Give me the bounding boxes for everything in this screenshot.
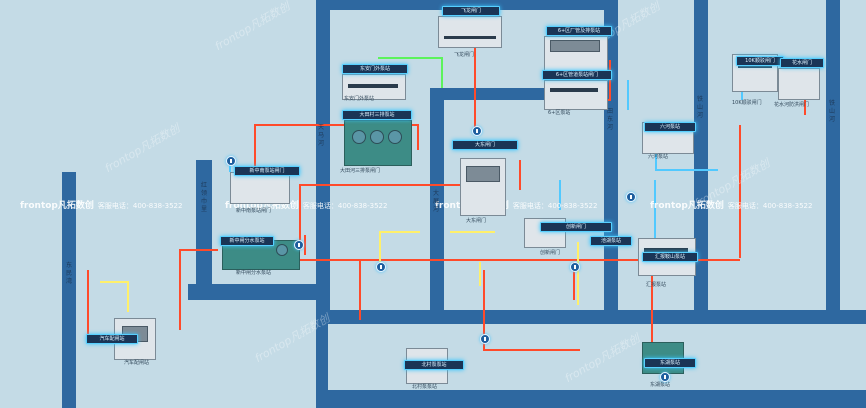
river-label-tiandong: 田东河 xyxy=(606,108,613,131)
tank-shape xyxy=(370,130,384,144)
facility-label: 汇报鞍山泵站 xyxy=(642,252,698,262)
building-roof xyxy=(550,40,600,52)
river-dazhan-top xyxy=(430,88,570,100)
location-pin-icon[interactable] xyxy=(294,240,304,250)
building-shape xyxy=(438,16,502,48)
facility-dongwu[interactable]: 东湖泵站 东湖泵站 xyxy=(640,338,712,400)
facility-shuilong[interactable]: 北村泵泵站 北村泵泵站 xyxy=(396,344,466,404)
facility-caption: 花水河防洪闸门 xyxy=(774,102,810,108)
facility-xinzhong[interactable]: 新中闸分水泵站 新中闸分水泵站 xyxy=(216,230,306,278)
facility-label: 池湖泵站 xyxy=(590,236,632,246)
facility-caption: 汇报泵站 xyxy=(646,282,667,288)
watermark-strip: frontop凡拓数创客服电话：400-838-3522 xyxy=(20,201,183,211)
facility-feilong[interactable]: 飞龙闸门 飞龙闸门 xyxy=(436,6,502,58)
river-tianma xyxy=(316,0,330,310)
facility-caption: 新中南泵站闸门 xyxy=(236,208,272,214)
facility-hongling[interactable]: 汇报鞍山泵站 汇报泵站 xyxy=(632,236,708,292)
river-honglingjie xyxy=(196,160,212,295)
facility-label: 大东闸门 xyxy=(452,140,518,150)
river-label-dazhan: 大展河 xyxy=(432,190,439,213)
facility-chuangxin[interactable]: 创新闸门 创新闸门 xyxy=(520,210,612,264)
facility-label: 飞龙闸门 xyxy=(442,6,500,16)
building-shape xyxy=(230,172,290,204)
facility-huahua[interactable]: 花水闸门 花水河防洪闸门 xyxy=(772,54,852,112)
facility-label: 6+区厂管及排泵站 xyxy=(546,26,612,36)
facility-label: 6+区管道泵站闸门 xyxy=(542,70,612,80)
facility-liutang-b[interactable]: 6+区管道泵站闸门 6+区泵站 xyxy=(540,70,612,120)
facility-caption: 六河泵站 xyxy=(648,154,669,160)
river-label-dongmin: 东民湾 xyxy=(65,262,72,285)
facility-label: 创新闸门 xyxy=(540,222,612,232)
facility-label: 花水闸门 xyxy=(780,58,824,68)
location-pin-icon[interactable] xyxy=(570,262,580,272)
facility-liuhe[interactable]: 六河泵站 六河泵站 xyxy=(640,116,700,164)
facility-caption: 东安门外泵站 xyxy=(344,96,375,102)
facility-liutang-a[interactable]: 6+区厂管及排泵站 xyxy=(540,26,612,76)
rivers xyxy=(62,0,866,408)
facility-label: 北村泵泵站 xyxy=(404,360,464,370)
facility-label: 新中闸分水泵站 xyxy=(220,236,274,246)
watermark-strip: frontop凡拓数创客服电话：400-838-3522 xyxy=(650,201,813,211)
location-pin-icon[interactable] xyxy=(226,156,236,166)
facility-caption: 创新闸门 xyxy=(540,250,561,256)
facility-caption: 汽车配闸站 xyxy=(124,360,150,366)
river-dazhan xyxy=(430,88,444,310)
facility-caption: 飞龙闸门 xyxy=(454,52,475,58)
location-pin-icon[interactable] xyxy=(480,334,490,344)
tank-shape xyxy=(388,130,402,144)
building-windows xyxy=(738,64,772,68)
river-label-tieshan-b: 铁山河 xyxy=(828,100,835,123)
building-windows xyxy=(444,36,496,39)
building-windows xyxy=(348,84,398,88)
river-lower-connector xyxy=(316,310,328,408)
location-pin-icon[interactable] xyxy=(472,126,482,136)
tank-shape xyxy=(276,244,288,256)
river-label-tianma: 天马河 xyxy=(317,124,324,147)
location-pin-icon[interactable] xyxy=(376,262,386,272)
river-label-honglingjie: 红领巾里 xyxy=(200,182,207,213)
facility-chihu[interactable]: 池湖泵站 xyxy=(590,232,632,252)
building-shape xyxy=(778,68,820,100)
location-pin-icon[interactable] xyxy=(660,372,670,382)
river-bottom xyxy=(316,310,866,324)
facility-label: 大田村三排泵站 xyxy=(342,110,412,120)
river-lower-left xyxy=(188,284,318,300)
facility-caption: 10K顺驳闸门 xyxy=(732,100,762,106)
facility-caption: 6+区泵站 xyxy=(548,110,571,116)
building-shape xyxy=(544,80,608,110)
river-label-tieshan-a: 铁山河 xyxy=(696,96,703,119)
facility-caption: 新中闸分水泵站 xyxy=(236,270,272,276)
river-bottom-edge xyxy=(316,390,866,408)
facility-label: 东湖泵站 xyxy=(644,358,696,368)
facility-dongan[interactable]: 东安门外泵站 东安门外泵站 xyxy=(338,64,410,108)
river-tieshan-b xyxy=(826,0,840,318)
building-windows xyxy=(644,248,688,252)
river-tieshan-a xyxy=(694,0,708,310)
building-roof xyxy=(466,166,500,182)
river-top xyxy=(316,0,616,10)
river-left xyxy=(62,172,76,408)
facility-datian[interactable]: 大田村三排泵站 大田河三排泵闸门 xyxy=(338,108,418,178)
facility-caption: 大田河三排泵闸门 xyxy=(340,168,381,174)
facility-shijia[interactable]: 10K顺驳闸门 10K顺驳闸门 xyxy=(728,50,784,110)
facility-xinnan[interactable]: 新中南泵站闸门 新中南泵站闸门 xyxy=(224,160,304,220)
facility-label: 汽车配闸站 xyxy=(86,334,138,344)
facility-label: 新中南泵站闸门 xyxy=(234,166,300,176)
green-pipes xyxy=(378,57,443,88)
building-windows xyxy=(550,88,598,92)
facility-qitou[interactable]: 汽车配闸站 汽车配闸站 xyxy=(84,316,170,382)
facility-caption: 大东闸门 xyxy=(466,218,487,224)
watermark-strip: frontop凡拓数创客服电话：400-838-3522 xyxy=(225,201,388,211)
location-pin-icon[interactable] xyxy=(626,192,636,202)
facility-label: 六河泵站 xyxy=(644,122,696,132)
facility-caption: 东湖泵站 xyxy=(650,382,671,388)
facility-dadong[interactable]: 大东闸门 大东闸门 xyxy=(448,138,518,230)
tank-shape xyxy=(352,130,366,144)
yellow-pipes xyxy=(100,231,579,312)
facility-caption: 北村泵泵站 xyxy=(412,384,438,390)
facility-label: 东安门外泵站 xyxy=(342,64,408,74)
